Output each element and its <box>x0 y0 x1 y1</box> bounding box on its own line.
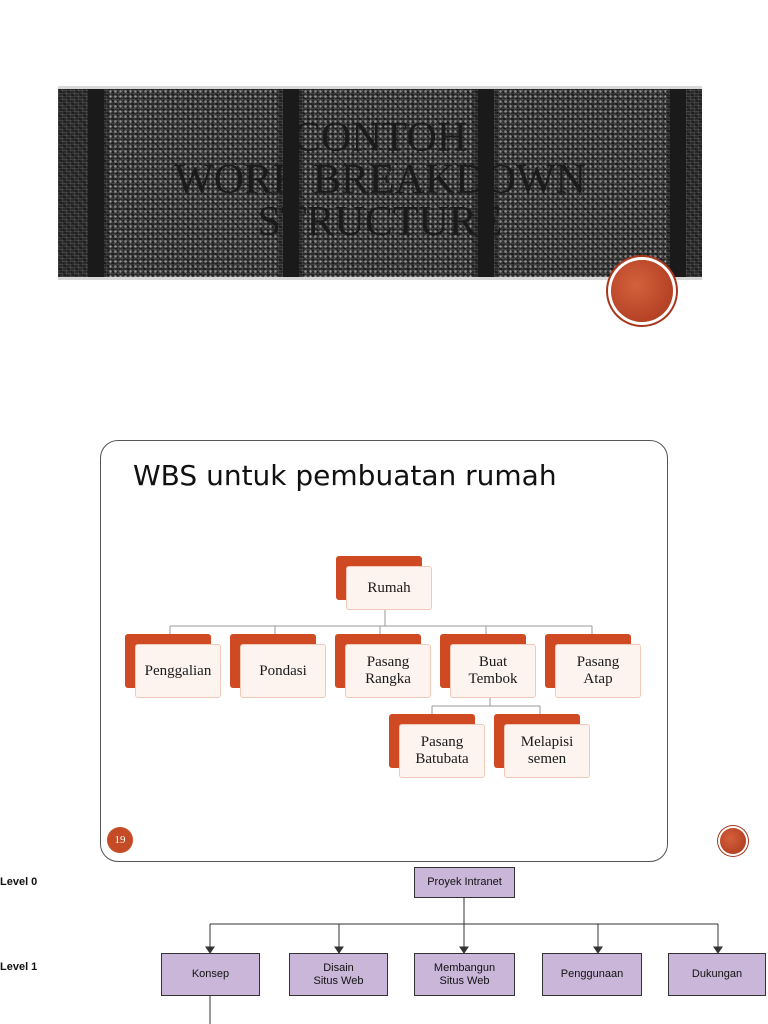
banner-stripe <box>283 89 299 277</box>
wbs-node-label: Rumah <box>346 566 432 610</box>
banner-stripe <box>88 89 104 277</box>
wbs-node-label: Pasang Batubata <box>399 724 485 778</box>
wbs-node-label: Pasang Rangka <box>345 644 431 698</box>
banner-texture <box>108 89 278 277</box>
level-1-label: Level 1 <box>0 961 38 973</box>
wbs-node-root: Rumah <box>336 556 432 610</box>
wbs-node: Penggalian <box>125 634 221 698</box>
wbs-node-label: Penggalian <box>135 644 221 698</box>
intranet-root-box: Proyek Intranet <box>414 867 515 898</box>
wbs-node-label: Melapisi semen <box>504 724 590 778</box>
intranet-child-box: Dukungan <box>668 953 766 996</box>
orange-circle-icon <box>611 260 673 322</box>
wbs-node: Melapisi semen <box>494 714 590 778</box>
banner-texture <box>498 89 666 277</box>
wbs-node: Pondasi <box>230 634 326 698</box>
wbs-node-label: Buat Tembok <box>450 644 536 698</box>
title-line: Contoh <box>292 115 468 161</box>
page-title: Contoh Work Breakdown Structure <box>58 117 702 243</box>
wbs-node-label: Pondasi <box>240 644 326 698</box>
wbs-node: Pasang Batubata <box>389 714 485 778</box>
wbs-node: Buat Tembok <box>440 634 536 698</box>
slide-title: WBS untuk pembuatan rumah <box>133 459 557 492</box>
wbs-node: Pasang Atap <box>545 634 641 698</box>
level-0-label: Level 0 <box>0 876 38 888</box>
title-line: Structure <box>257 199 503 245</box>
title-banner: Contoh Work Breakdown Structure <box>58 86 702 280</box>
wbs-node: Pasang Rangka <box>335 634 431 698</box>
intranet-child-box: Membangun Situs Web <box>414 953 515 996</box>
intranet-child-box: Konsep <box>161 953 260 996</box>
intranet-child-box: Penggunaan <box>542 953 642 996</box>
orange-circle-icon <box>720 828 746 854</box>
title-line: Work Breakdown <box>174 157 586 203</box>
slide-number-badge: 19 <box>107 827 133 853</box>
wbs-node-label: Pasang Atap <box>555 644 641 698</box>
banner-stripe <box>478 89 494 277</box>
banner-texture <box>303 89 473 277</box>
banner-stripe <box>670 89 686 277</box>
intranet-child-box: Disain Situs Web <box>289 953 388 996</box>
